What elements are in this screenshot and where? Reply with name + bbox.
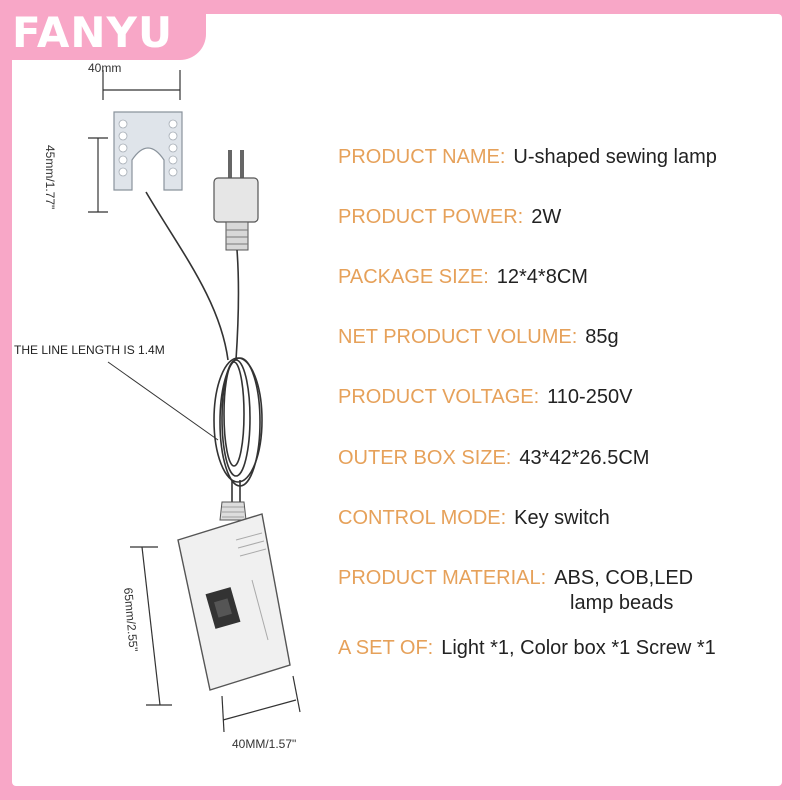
plug-icon — [213, 150, 259, 251]
spec-label: OUTER BOX SIZE: — [338, 447, 512, 469]
spec-row-material: PRODUCT MATERIAL: ABS, COB,LED — [338, 567, 693, 590]
spec-label: A SET OF: — [338, 637, 434, 659]
lamp-width-label: 40mm — [88, 61, 121, 75]
spec-value: 43*42*26.5CM — [519, 447, 650, 469]
spec-label: PRODUCT NAME: — [338, 146, 506, 168]
spec-value: 2W — [531, 206, 562, 228]
box-width-label: 40MM/1.57" — [232, 737, 296, 751]
spec-label: PRODUCT MATERIAL: — [338, 567, 547, 589]
box-height-label: 65mm/2.55" — [121, 587, 141, 652]
spec-value: 12*4*8CM — [496, 266, 588, 288]
spec-value: 110-250V — [547, 386, 633, 408]
spec-row-power: PRODUCT POWER: 2W — [338, 206, 561, 229]
spec-label: PRODUCT POWER: — [338, 206, 524, 228]
spec-row-outer-box-size: OUTER BOX SIZE: 43*42*26.5CM — [338, 447, 649, 470]
u-lamp-icon — [113, 111, 183, 191]
spec-row-package-size: PACKAGE SIZE: 12*4*8CM — [338, 266, 588, 289]
brand-badge: FANYU — [0, 0, 206, 60]
spec-value: U-shaped sewing lamp — [513, 146, 717, 168]
spec-row-set-of: A SET OF: Light *1, Color box *1 Screw *1 — [338, 637, 716, 660]
spec-value: 85g — [585, 326, 619, 348]
lamp-height-label: 45mm/1.77" — [43, 145, 57, 209]
spec-value: Key switch — [514, 507, 610, 529]
spec-label: NET PRODUCT VOLUME: — [338, 326, 578, 348]
spec-label: PACKAGE SIZE: — [338, 266, 489, 288]
spec-row-net-volume: NET PRODUCT VOLUME: 85g — [338, 326, 619, 349]
line-length-label: THE LINE LENGTH IS 1.4M — [14, 343, 165, 357]
switch-box — [177, 501, 291, 691]
spec-label: CONTROL MODE: — [338, 507, 507, 529]
spec-row-product-name: PRODUCT NAME: U-shaped sewing lamp — [338, 146, 717, 169]
spec-row-control-mode: CONTROL MODE: Key switch — [338, 507, 610, 530]
spec-value: Light *1, Color box *1 Screw *1 — [441, 637, 716, 659]
spec-label: PRODUCT VOLTAGE: — [338, 386, 540, 408]
brand-logo: FANYU — [12, 8, 174, 57]
spec-row-voltage: PRODUCT VOLTAGE: 110-250V — [338, 386, 632, 409]
spec-value: ABS, COB,LED — [554, 567, 694, 589]
spec-value-line2: lamp beads — [570, 592, 674, 614]
